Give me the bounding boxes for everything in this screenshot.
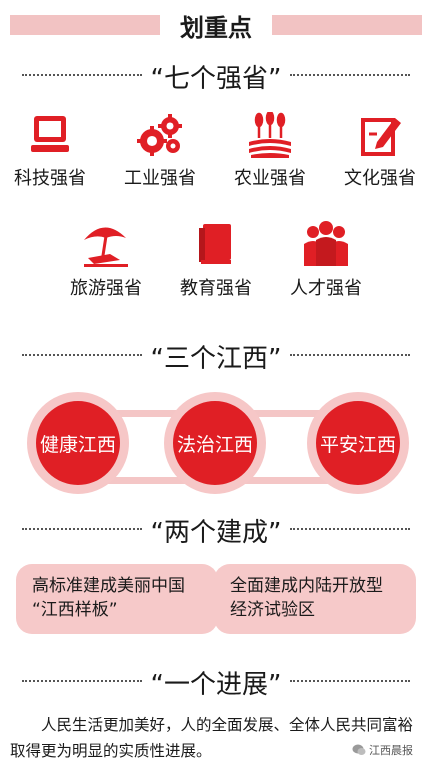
goal-line: 全面建成内陆开放型 [230,576,383,596]
progress-paragraph: 人民生活更加美好，人的全面发展、全体人民共同富裕取得更为明显的实质性进展。 [10,716,414,760]
people-group-icon [304,221,348,266]
dotted-divider [22,74,142,76]
dotted-divider [22,354,142,356]
item-tourism: 旅游强省 [56,220,156,300]
section-two-header: “两个建成” [0,512,432,548]
section-title: “一个进展” [150,670,282,700]
item-label: 工业强省 [124,168,196,189]
item-industry: 工业强省 [110,112,210,190]
section-title: “三个江西” [150,344,282,374]
section-three-header: “三个江西” [0,338,432,374]
item-label: 科技强省 [14,168,86,189]
header-bar-left [10,15,160,35]
goal-line: 经济试验区 [230,600,315,620]
circle-safety: 平安江西 [307,392,409,494]
dotted-divider [290,74,410,76]
section-seven-header: “七个强省” [0,58,432,94]
watermark-text: 江西晨报 [369,744,413,757]
item-label: 人才强省 [290,278,362,299]
wechat-icon [352,744,366,755]
dotted-divider [22,680,142,682]
goal-card: 全面建成内陆开放型 经济试验区 [214,564,416,634]
item-agriculture: 农业强省 [220,112,320,190]
section-title: “七个强省” [150,64,282,94]
item-label: 文化强省 [344,168,416,189]
item-label: 旅游强省 [70,278,142,299]
header-bar-right [272,15,422,35]
section-one-header: “一个进展” [0,664,432,700]
book-icon [199,224,231,264]
beach-umbrella-icon [84,227,128,267]
goal-card: 高标准建成美丽中国 “江西样板” [16,564,218,634]
item-label: 教育强省 [180,278,252,299]
item-talent: 人才强省 [276,220,376,300]
item-education: 教育强省 [166,220,266,300]
document-pen-icon [361,118,401,156]
wheat-field-icon [249,112,291,158]
dotted-divider [290,680,410,682]
page-title: 划重点 [180,13,252,42]
gears-icon [137,114,182,156]
computer-icon [31,116,69,152]
section-title: “两个建成” [150,518,282,548]
watermark: 江西晨报 [352,742,413,758]
item-culture: 文化强省 [330,112,430,190]
circle-health: 健康江西 [27,392,129,494]
goal-line: 高标准建成美丽中国 [32,576,185,596]
dotted-divider [290,354,410,356]
goal-line: “江西样板” [32,600,118,620]
item-tech: 科技强省 [0,112,100,190]
circle-law: 法治江西 [164,392,266,494]
dotted-divider [290,528,410,530]
item-label: 农业强省 [234,168,306,189]
dotted-divider [22,528,142,530]
